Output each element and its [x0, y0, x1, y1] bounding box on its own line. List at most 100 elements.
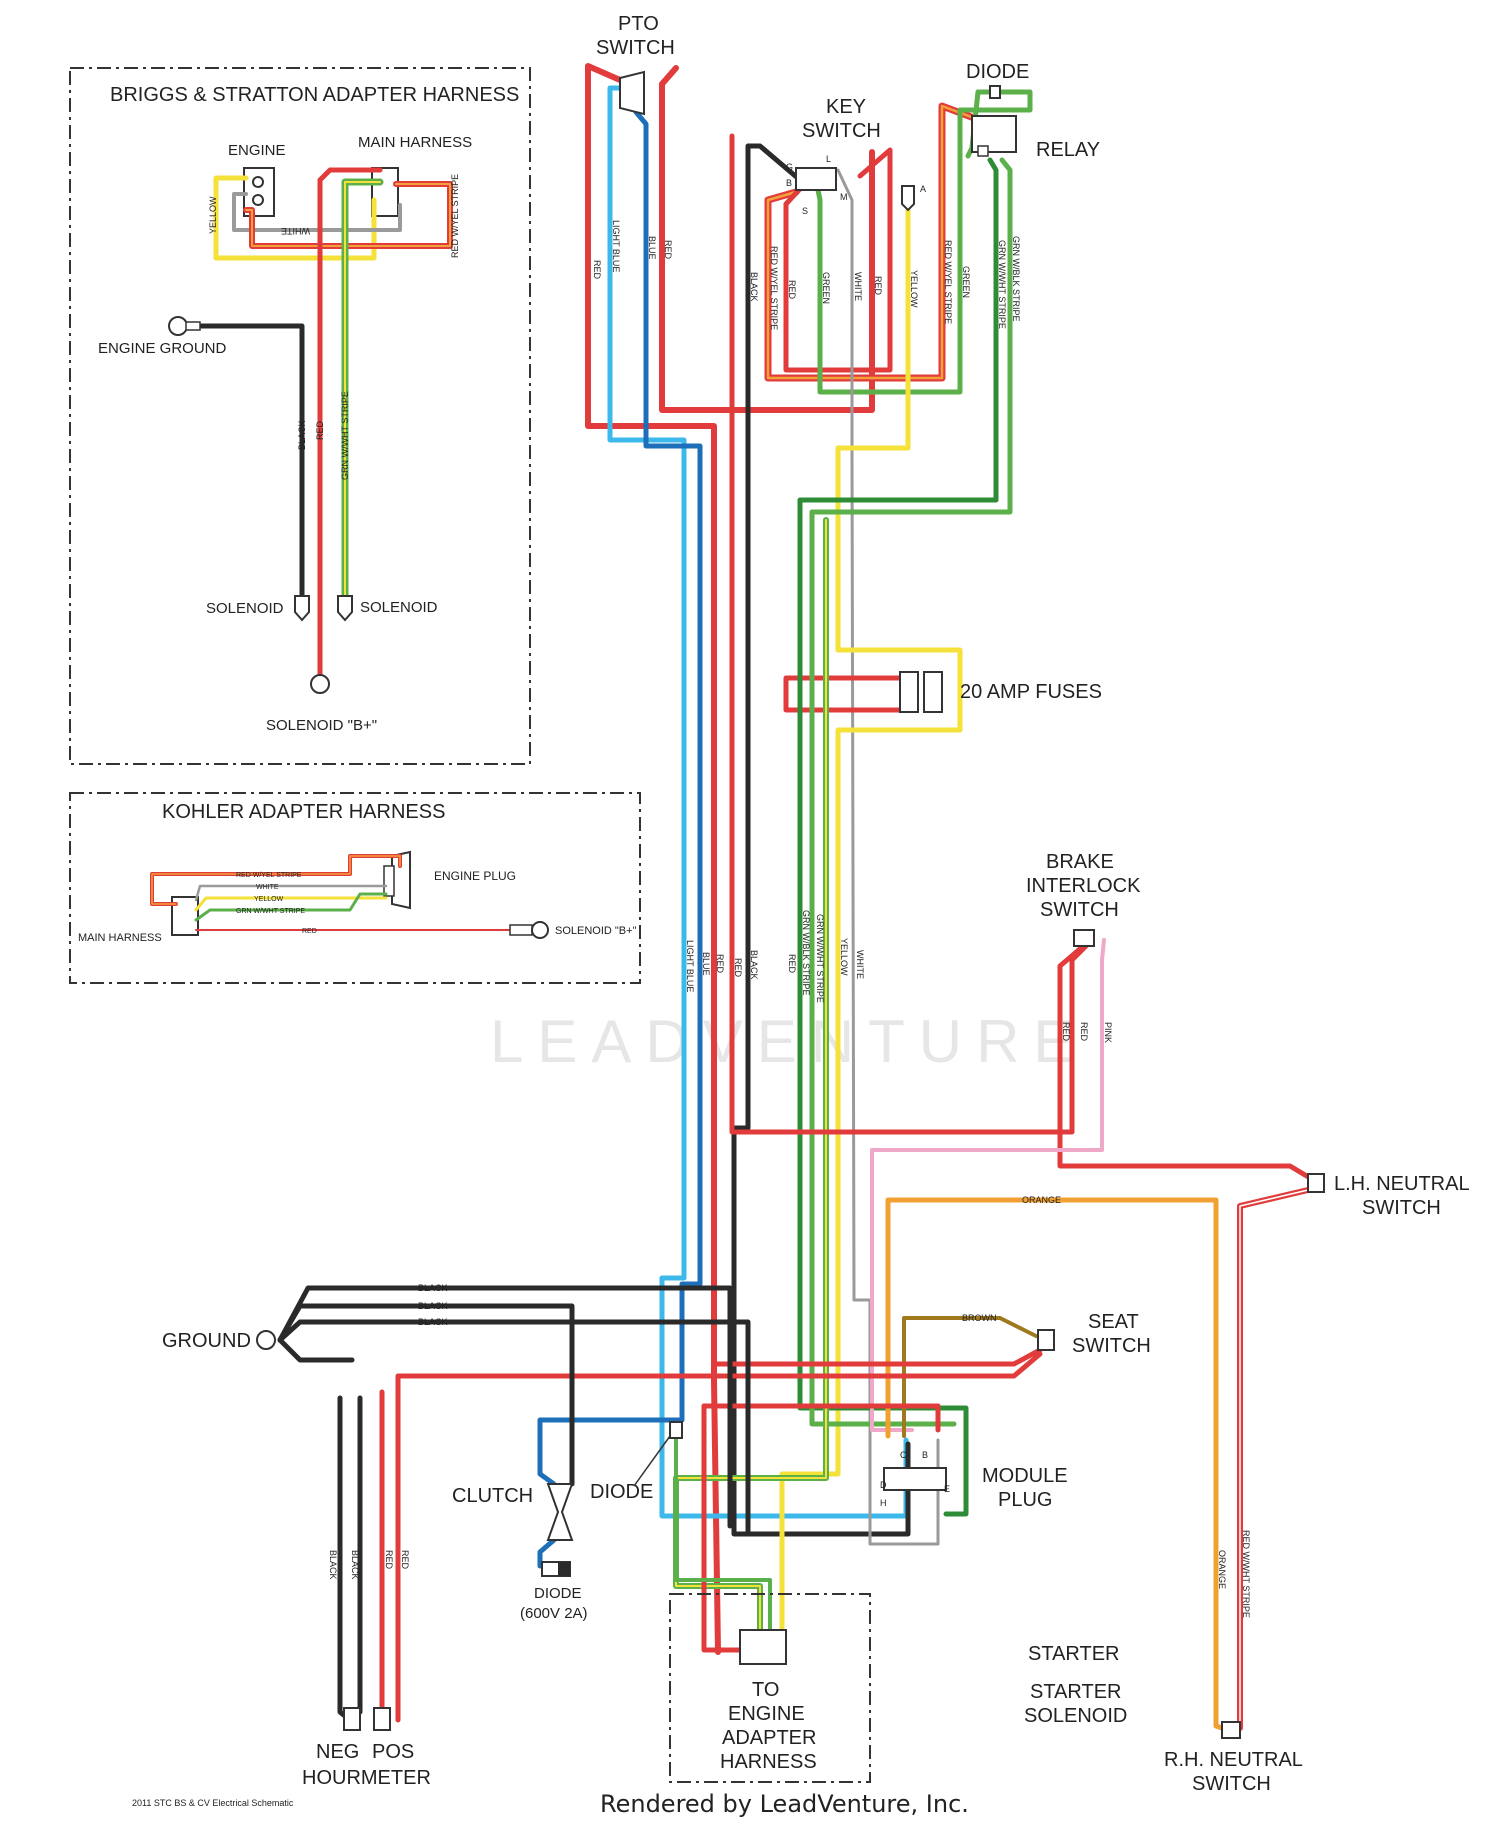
- lh-neutral-switch: [1307, 1173, 1325, 1193]
- hourmeter-neg-terminal: [343, 1707, 361, 1731]
- kohler-label-w5: RED: [302, 928, 317, 935]
- wl-blue-1: BLUE: [647, 236, 657, 260]
- key-terminal-a: [901, 185, 915, 212]
- briggs-engine-label: ENGINE: [228, 142, 286, 159]
- wl-black-7: BLACK: [350, 1550, 360, 1580]
- wire-yellow: [779, 199, 963, 1645]
- briggs-label-white: WHITE: [281, 226, 310, 236]
- wire-black-hourmeter: [337, 1395, 353, 1723]
- wire-red-wht-stripe: [1239, 1189, 1309, 1729]
- kohler-engine-plug-label: ENGINE PLUG: [434, 869, 516, 883]
- hourmeter-pos-terminal: [373, 1707, 391, 1731]
- wire-light-blue: [607, 85, 909, 1519]
- rh-neutral-label-2: SWITCH: [1192, 1773, 1271, 1795]
- briggs-solenoid-bplus-ring: [310, 674, 330, 694]
- wl-grn-wht-2: GRN W/WHT STRIPE: [815, 914, 825, 1003]
- wl-orange-2: ORANGE: [1217, 1550, 1227, 1589]
- wl-red-9: RED: [1079, 1022, 1089, 1042]
- pto-switch-label-1: PTO: [618, 13, 659, 35]
- engine-adapter-label-3: ADAPTER: [722, 1727, 816, 1749]
- key-pin-s: S: [802, 206, 808, 216]
- starter-label: STARTER: [1028, 1643, 1120, 1665]
- brake-interlock-switch: [1073, 929, 1095, 947]
- kohler-wire-yellow: [194, 896, 388, 912]
- briggs-label-grn-wht: GRN W/WHT STRIPE: [340, 391, 350, 480]
- engine-adapter-connector: [739, 1629, 787, 1665]
- seat-switch: [1037, 1329, 1055, 1351]
- wl-red-2: RED: [663, 240, 673, 260]
- wire-black-ground-2: [277, 1303, 575, 1487]
- wl-green-2: GREEN: [961, 266, 971, 298]
- relay-label: RELAY: [1036, 139, 1100, 161]
- kohler-wire-grn-wht: [194, 892, 388, 922]
- wl-white-2: WHITE: [855, 950, 865, 979]
- schematic-title-footer: 2011 STC BS & CV Electrical Schematic: [132, 1798, 294, 1808]
- engine-adapter-box: [669, 1593, 871, 1783]
- wire-red-seat: [711, 1347, 1043, 1367]
- briggs-solenoid-terminal-b: [337, 595, 353, 622]
- briggs-solenoid-a-label: SOLENOID: [206, 600, 284, 617]
- diode-bottom-label-2: (600V 2A): [520, 1605, 588, 1622]
- kohler-solenoid-label: SOLENOID "B+": [555, 925, 637, 937]
- briggs-main-harness-label: MAIN HARNESS: [358, 134, 472, 151]
- lh-neutral-label-2: SWITCH: [1362, 1197, 1441, 1219]
- hourmeter-pos-label: POS: [372, 1741, 414, 1763]
- briggs-wire-yellow: [213, 175, 377, 261]
- wire-black-key: [731, 143, 911, 1537]
- wl-grn-blk-2: GRN W/BLK STRIPE: [801, 910, 811, 996]
- wire-red-wyel-key-stripe: [766, 104, 992, 380]
- wl-yellow-2: YELLOW: [839, 938, 849, 976]
- kohler-label-w3: YELLOW: [254, 896, 284, 903]
- key-switch: [795, 167, 837, 191]
- engine-adapter-label-4: HARNESS: [720, 1751, 817, 1773]
- module-pin-e: E: [944, 1484, 950, 1494]
- wl-green-1: GREEN: [821, 272, 831, 304]
- wl-red-wyel-1: RED W/YEL STRIPE: [769, 246, 779, 330]
- briggs-wire-white: [232, 192, 402, 232]
- kohler-label-w1: RED W/YEL STRIPE: [236, 872, 302, 879]
- pto-switch: [619, 70, 645, 116]
- fuses-label: 20 AMP FUSES: [960, 681, 1102, 703]
- key-pin-b: B: [786, 178, 792, 188]
- wire-red-fuse-1: [783, 675, 903, 713]
- briggs-engine-ground-label: ENGINE GROUND: [98, 340, 227, 357]
- briggs-label-black: BLACK: [297, 420, 307, 450]
- key-switch-label-1: KEY: [826, 96, 866, 118]
- key-pin-l: L: [826, 154, 831, 164]
- wire-red-seat-2: [395, 1351, 1043, 1723]
- wire-green-diode: [674, 1432, 772, 1642]
- watermark: LEADVENTURE: [490, 1008, 1087, 1075]
- rh-neutral-switch: [1221, 1721, 1241, 1739]
- diode-mid: [669, 1421, 683, 1439]
- wire-red-key: [783, 147, 893, 373]
- key-switch-label-2: SWITCH: [802, 120, 881, 142]
- briggs-wire-black: [197, 323, 305, 599]
- wire-pto-red-2: [659, 65, 875, 413]
- wire-red-module: [701, 1403, 941, 1433]
- wl-yellow-1: YELLOW: [909, 270, 919, 308]
- wl-black-2: BLACK: [749, 950, 759, 980]
- wire-red-wyel-key: [764, 102, 994, 382]
- clutch: [546, 1483, 574, 1541]
- pto-switch-label-2: SWITCH: [596, 37, 675, 59]
- brake-label-2: INTERLOCK: [1026, 875, 1141, 897]
- wire-red-wht: [1237, 1187, 1311, 1731]
- kohler-title: KOHLER ADAPTER HARNESS: [162, 801, 445, 823]
- wl-light-blue-1: LIGHT BLUE: [611, 220, 621, 272]
- briggs-solenoid-bplus-label: SOLENOID "B+": [266, 717, 377, 734]
- fuse-2: [923, 671, 943, 713]
- wl-red-wht: RED W/WHT STRIPE: [1241, 1530, 1251, 1618]
- wl-red-10: RED: [384, 1550, 394, 1570]
- wl-black-6: BLACK: [328, 1550, 338, 1580]
- kohler-solenoid-ring: [531, 921, 549, 939]
- hourmeter-label: HOURMETER: [302, 1767, 431, 1789]
- brake-label-1: BRAKE: [1046, 851, 1114, 873]
- wl-red-wyel-2: RED W/YEL STRIPE: [943, 240, 953, 324]
- rh-neutral-label-1: R.H. NEUTRAL: [1164, 1749, 1303, 1771]
- module-plug-label-2: PLUG: [998, 1489, 1052, 1511]
- ground-label: GROUND: [162, 1330, 251, 1352]
- wire-orange: [885, 1197, 1231, 1733]
- kohler-label-w2: WHITE: [256, 884, 279, 891]
- diode-bottom-label-1: DIODE: [534, 1585, 582, 1602]
- wl-red-1: RED: [592, 260, 602, 280]
